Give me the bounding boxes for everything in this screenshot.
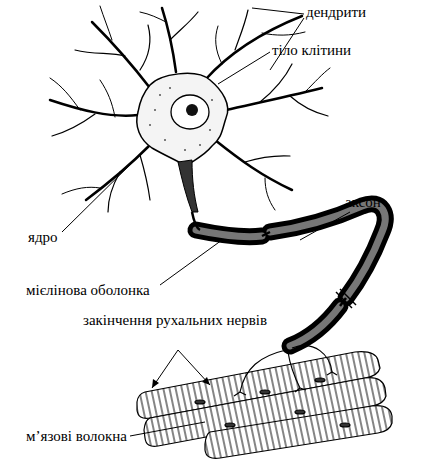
- leader-lines: [62, 8, 350, 436]
- axon-core: [192, 212, 346, 306]
- cell-body: [137, 73, 228, 166]
- part-label: м’язові волокна: [26, 428, 196, 445]
- nucleolus: [186, 104, 198, 116]
- part-label: дендрити: [306, 4, 436, 21]
- cytoplasm-dots: [149, 87, 213, 151]
- muscle-fibers: [137, 352, 392, 459]
- axon-hillock: [178, 160, 198, 212]
- nucleus: [171, 95, 209, 129]
- part-label: мієлінова оболонка: [26, 282, 226, 299]
- leader-arrowheads: [152, 377, 210, 388]
- part-label: ядро: [28, 229, 108, 246]
- part-label: закінчення рухальних нервів: [80, 312, 270, 329]
- part-label: аксон: [345, 194, 435, 211]
- nerve-endings: [234, 346, 337, 396]
- ranvier-ring: [336, 289, 356, 308]
- dendrites: [50, 6, 330, 212]
- part-label: тіло клітини: [272, 42, 432, 59]
